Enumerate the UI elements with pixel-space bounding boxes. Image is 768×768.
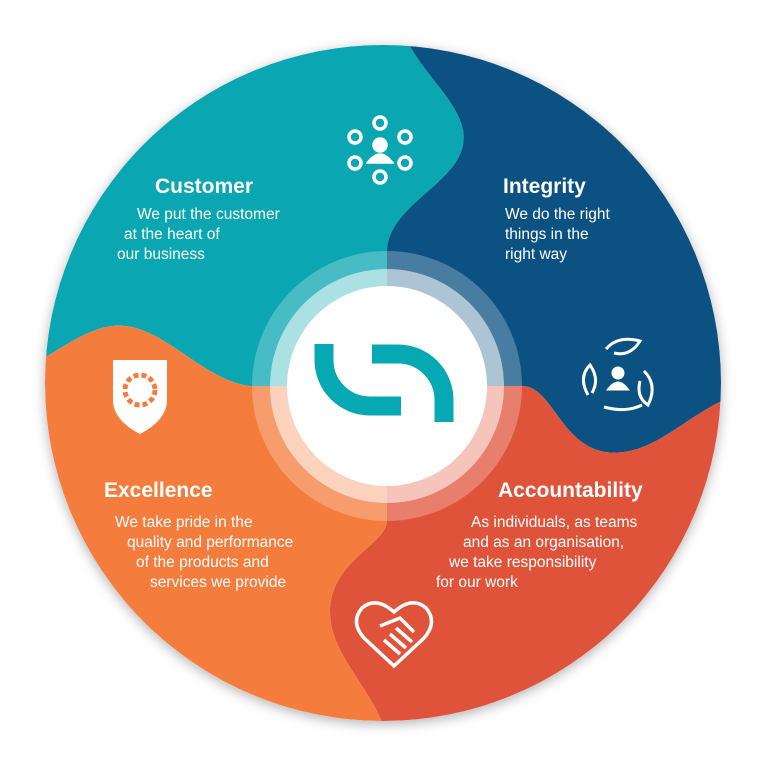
- accountability-title: Accountability: [498, 479, 643, 502]
- integrity-desc-line: right way: [505, 246, 568, 263]
- shield-badge-icon: [113, 360, 167, 434]
- customer-title: Customer: [155, 175, 254, 198]
- excellence-desc-line: We take pride in the: [115, 514, 253, 531]
- handshake-heart-icon: [354, 601, 434, 669]
- excellence-desc-line: services we provide: [150, 574, 287, 591]
- accountability-desc-line: for our work: [436, 574, 518, 591]
- center-circle: [287, 286, 487, 486]
- excellence-desc-line: quality and performance: [127, 534, 294, 551]
- customer-desc-line: our business: [117, 246, 205, 263]
- accountability-desc-line: and as an organisation,: [463, 534, 625, 551]
- excellence-title: Excellence: [104, 479, 213, 502]
- integrity-desc-line: things in the: [505, 226, 589, 243]
- leaf-cycle-person-icon: [582, 337, 654, 412]
- integrity-title: Integrity: [503, 175, 586, 198]
- company-logo: [314, 344, 454, 422]
- customer-desc-line: We put the customer: [137, 206, 280, 223]
- integrity-desc-line: We do the right: [505, 206, 610, 223]
- accountability-desc-line: As individuals, as teams: [471, 514, 638, 531]
- excellence-desc-line: of the products and: [136, 554, 269, 571]
- accountability-desc-line: we take responsibility: [449, 554, 597, 571]
- people-circle-icon: [347, 115, 413, 185]
- customer-desc-line: at the heart of: [124, 226, 220, 243]
